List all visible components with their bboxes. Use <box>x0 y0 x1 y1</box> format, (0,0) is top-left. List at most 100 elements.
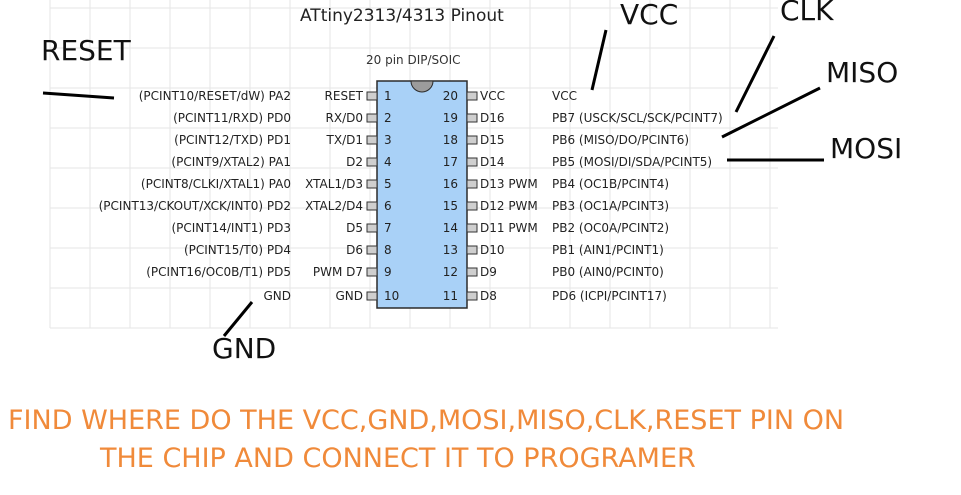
left-signal-7: (PCINT14/INT1) PD3 <box>171 221 291 235</box>
pin-number-13: 13 <box>442 243 458 257</box>
left-arduino-10: GND <box>335 289 363 303</box>
right-signal-20: VCC <box>552 89 577 103</box>
right-pin-stub <box>466 157 478 167</box>
pin-number-2: 2 <box>384 111 392 125</box>
left-pin-stub <box>366 135 378 145</box>
right-arduino-12: D9 <box>480 265 497 279</box>
left-pin-stub <box>366 267 378 277</box>
right-pin-stub <box>466 179 478 189</box>
clk-pointer <box>734 35 776 113</box>
pin-number-15: 15 <box>442 199 458 213</box>
right-signal-16: PB4 (OC1B/PCINT4) <box>552 177 670 191</box>
right-signal-18: PB6 (MISO/DO/PCINT6) <box>552 133 690 147</box>
left-signal-1: (PCINT10/RESET/dW) PA2 <box>138 89 291 103</box>
right-signal-12: PB0 (AIN0/PCINT0) <box>552 265 664 279</box>
pin-number-19: 19 <box>442 111 458 125</box>
left-pin-stub <box>366 201 378 211</box>
right-arduino-17: D14 <box>480 155 505 169</box>
left-pin-stub <box>366 113 378 123</box>
right-arduino-20: VCC <box>480 89 505 103</box>
pin-number-9: 9 <box>384 265 392 279</box>
callout-vcc: VCC <box>620 0 679 31</box>
right-arduino-19: D16 <box>480 111 505 125</box>
pin-number-17: 17 <box>442 155 458 169</box>
pin-number-1: 1 <box>384 89 392 103</box>
left-signal-9: (PCINT16/OC0B/T1) PD5 <box>146 265 291 279</box>
callout-mosi: MOSI <box>830 132 903 165</box>
vcc-pointer <box>590 29 608 91</box>
chip-notch <box>410 80 434 93</box>
pin-number-18: 18 <box>442 133 458 147</box>
left-pin-stub <box>366 291 378 301</box>
left-pin-stub <box>366 223 378 233</box>
left-signal-6: (PCINT13/CKOUT/XCK/INT0) PD2 <box>98 199 291 213</box>
left-pin-stub <box>366 157 378 167</box>
right-signal-13: PB1 (AIN1/PCINT1) <box>552 243 664 257</box>
pin-number-12: 12 <box>442 265 458 279</box>
left-arduino-8: D6 <box>346 243 363 257</box>
instruction-line-2: THE CHIP AND CONNECT IT TO PROGRAMER <box>100 443 696 474</box>
diagram-title: ATtiny2313/4313 Pinout <box>300 6 504 26</box>
callout-miso: MISO <box>826 56 899 89</box>
pin-number-4: 4 <box>384 155 392 169</box>
right-arduino-16: D13 PWM <box>480 177 538 191</box>
left-arduino-6: XTAL2/D4 <box>305 199 363 213</box>
right-arduino-11: D8 <box>480 289 497 303</box>
instruction-line-1: FIND WHERE DO THE VCC,GND,MOSI,MISO,CLK,… <box>8 405 845 436</box>
right-signal-19: PB7 (USCK/SCL/SCK/PCINT7) <box>552 111 723 125</box>
right-pin-stub <box>466 135 478 145</box>
left-arduino-7: D5 <box>346 221 363 235</box>
right-pin-stub <box>466 245 478 255</box>
right-signal-17: PB5 (MOSI/DI/SDA/PCINT5) <box>552 155 713 169</box>
right-arduino-14: D11 PWM <box>480 221 538 235</box>
pin-number-7: 7 <box>384 221 392 235</box>
pin-number-20: 20 <box>442 89 458 103</box>
right-pin-stub <box>466 267 478 277</box>
right-pin-stub <box>466 223 478 233</box>
callout-clk: CLK <box>780 0 834 27</box>
gnd-pointer <box>222 301 254 337</box>
left-arduino-3: TX/D1 <box>326 133 363 147</box>
left-signal-10: GND <box>263 289 291 303</box>
callout-reset: RESET <box>41 34 131 67</box>
left-pin-stub <box>366 179 378 189</box>
left-signal-8: (PCINT15/T0) PD4 <box>183 243 291 257</box>
left-arduino-5: XTAL1/D3 <box>305 177 363 191</box>
pin-number-10: 10 <box>384 289 400 303</box>
left-arduino-2: RX/D0 <box>325 111 363 125</box>
right-signal-15: PB3 (OC1A/PCINT3) <box>552 199 670 213</box>
chip-body <box>376 80 468 309</box>
left-pin-stub <box>366 245 378 255</box>
left-signal-2: (PCINT11/RXD) PD0 <box>173 111 291 125</box>
pin-number-11: 11 <box>442 289 458 303</box>
right-signal-11: PD6 (ICPI/PCINT17) <box>552 289 667 303</box>
left-signal-3: (PCINT12/TXD) PD1 <box>174 133 291 147</box>
reset-pointer <box>42 91 115 100</box>
left-arduino-4: D2 <box>346 155 363 169</box>
right-pin-stub <box>466 91 478 101</box>
right-pin-stub <box>466 201 478 211</box>
right-pin-stub <box>466 113 478 123</box>
left-pin-stub <box>366 91 378 101</box>
right-arduino-18: D15 <box>480 133 505 147</box>
miso-pointer <box>721 86 821 139</box>
left-signal-5: (PCINT8/CLKI/XTAL1) PA0 <box>140 177 291 191</box>
pin-number-14: 14 <box>442 221 458 235</box>
package-label: 20 pin DIP/SOIC <box>366 53 461 67</box>
right-arduino-13: D10 <box>480 243 505 257</box>
pin-number-8: 8 <box>384 243 392 257</box>
left-arduino-9: PWM D7 <box>312 265 363 279</box>
pin-number-6: 6 <box>384 199 392 213</box>
right-signal-14: PB2 (OC0A/PCINT2) <box>552 221 670 235</box>
pin-number-16: 16 <box>442 177 458 191</box>
callout-gnd: GND <box>212 332 277 365</box>
pin-number-3: 3 <box>384 133 392 147</box>
left-arduino-1: RESET <box>324 89 363 103</box>
pin-number-5: 5 <box>384 177 392 191</box>
pin-stubs <box>366 91 478 301</box>
right-pin-stub <box>466 291 478 301</box>
right-arduino-15: D12 PWM <box>480 199 538 213</box>
left-signal-4: (PCINT9/XTAL2) PA1 <box>171 155 291 169</box>
